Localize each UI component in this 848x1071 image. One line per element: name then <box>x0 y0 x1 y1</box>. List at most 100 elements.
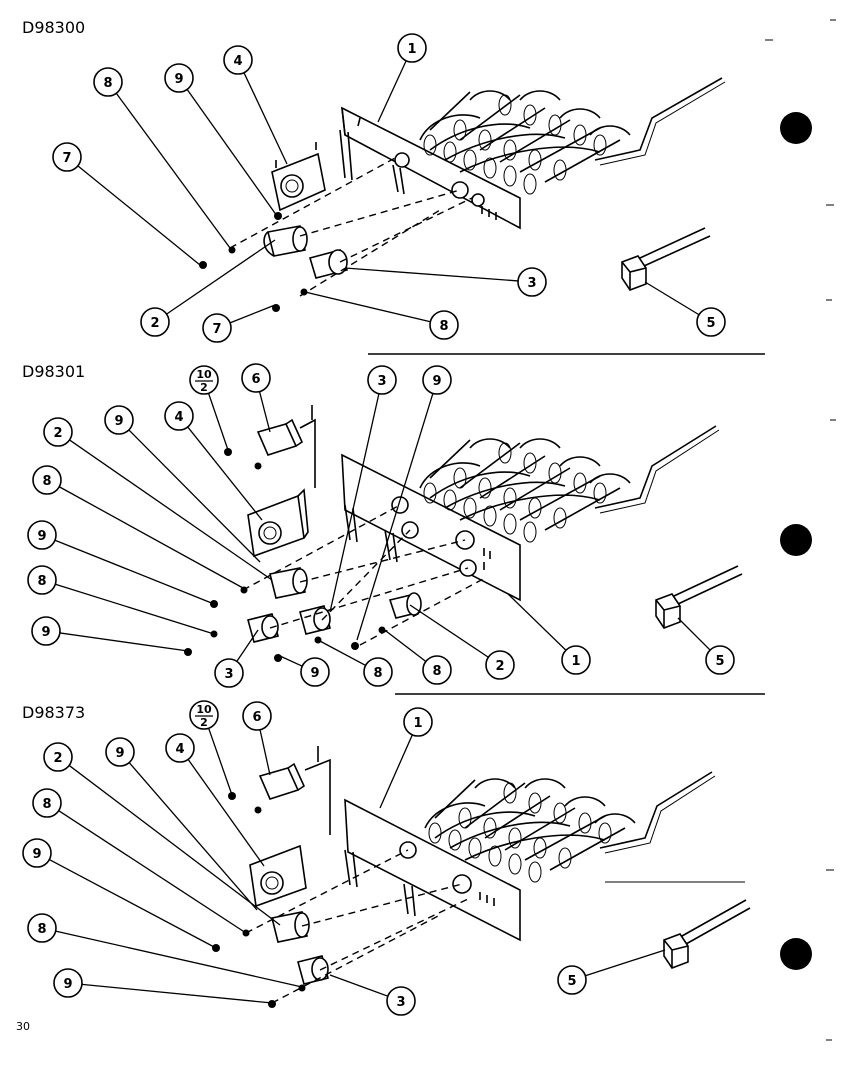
callout-p1-c8: 8 <box>93 67 231 249</box>
callout-p3-c9a: 9 <box>105 737 258 911</box>
callout-leader <box>379 734 413 809</box>
callout-p1-c3: 3 <box>344 267 547 297</box>
callout-p2-c4: 4 <box>164 401 263 521</box>
callout-leader <box>128 429 261 563</box>
callout-p2-c8c: 8 <box>317 639 393 687</box>
thermal-limiter-2a <box>247 613 279 643</box>
callout-leader <box>55 583 215 635</box>
panel-code-d98300: D98300 <box>22 18 85 37</box>
callout-leader <box>585 949 666 977</box>
callout-label: 3 <box>377 374 386 389</box>
callout-p1-c7a: 7 <box>52 142 201 266</box>
callout-label: 1 <box>571 654 580 669</box>
callout-leader <box>77 165 201 266</box>
callout-label: 5 <box>715 654 724 669</box>
callout-label: 7 <box>62 151 71 166</box>
callout-p3-c8a: 8 <box>32 788 247 934</box>
callout-label: 4 <box>233 54 242 69</box>
callout-leader <box>409 604 489 658</box>
limit-switch-3 <box>249 844 307 908</box>
callout-circle <box>31 616 61 646</box>
callout-p1-c7b: 7 <box>202 304 276 343</box>
callout-p3-c1: 1 <box>379 707 433 809</box>
callout-circle <box>214 658 244 688</box>
callout-leader <box>49 858 217 949</box>
callout-circle <box>140 307 170 337</box>
callout-circle <box>189 365 219 395</box>
fuse-holder-2a <box>269 567 308 599</box>
callout-label: 9 <box>63 977 72 992</box>
callout-label: 6 <box>251 372 260 387</box>
callout-p3-c10: 102 <box>189 700 233 796</box>
callout-leader <box>166 239 276 315</box>
callout-p2-c9b: 9 <box>104 405 261 563</box>
callout-leader <box>677 617 711 651</box>
callout-circle <box>300 657 330 687</box>
callout-label: 8 <box>432 664 441 679</box>
callout-label-bottom: 2 <box>200 381 208 394</box>
callout-label: 2 <box>53 751 62 766</box>
callout-circle <box>32 788 62 818</box>
callout-p2-c8b: 8 <box>27 565 215 635</box>
callout-leader <box>128 762 258 911</box>
callout-circle <box>241 363 271 393</box>
binder-hole-middle <box>780 524 812 556</box>
callout-p2-c2a: 2 <box>43 417 273 581</box>
limit-switch-1 <box>271 142 326 212</box>
callout-circle <box>189 700 219 730</box>
callout-p2-c9e: 9 <box>279 655 330 687</box>
callout-circle <box>104 405 134 435</box>
callout-leader <box>186 89 278 217</box>
callout-label-top: 10 <box>196 368 212 381</box>
callout-circle <box>561 645 591 675</box>
callout-leader <box>317 639 366 666</box>
panel-code-d98373: D98373 <box>22 703 85 722</box>
callout-p2-c2b: 2 <box>409 604 515 680</box>
callout-label: 8 <box>42 474 51 489</box>
margin-marks <box>605 19 836 1041</box>
callout-label: 5 <box>706 316 715 331</box>
callout-p2-c9a: 9 <box>356 365 452 641</box>
callout-label: 9 <box>41 625 50 640</box>
callout-label: 3 <box>224 667 233 682</box>
callout-leader <box>644 281 700 316</box>
callout-p3-c8b: 8 <box>27 913 303 988</box>
callout-circle <box>367 365 397 395</box>
plug-connector-3 <box>663 899 751 969</box>
callout-leader <box>58 810 247 934</box>
callout-leader <box>115 92 231 249</box>
callout-label: 8 <box>42 797 51 812</box>
callout-circle <box>165 733 195 763</box>
heater-plate-3 <box>344 798 521 942</box>
callout-circle <box>22 838 52 868</box>
callout-p2-c9d: 9 <box>31 616 189 652</box>
callout-circle <box>705 645 735 675</box>
callout-circle <box>386 986 416 1016</box>
callout-circle <box>202 313 232 343</box>
callout-p1-c4: 4 <box>223 45 288 165</box>
callout-p2-c8a: 8 <box>32 465 244 589</box>
callout-p1-c8b: 8 <box>304 291 459 340</box>
sensor-wire-2 <box>594 425 717 509</box>
callout-leader <box>329 393 380 613</box>
callout-circle <box>43 417 73 447</box>
relay-3 <box>258 746 331 835</box>
callout-leader <box>377 60 407 123</box>
callout-leader <box>59 632 189 652</box>
callout-circle <box>485 650 515 680</box>
callout-circle <box>93 67 123 97</box>
callout-circle <box>52 142 82 172</box>
callout-circle <box>53 968 83 998</box>
callout-leader <box>229 304 276 324</box>
thermal-limiter-3 <box>297 955 329 985</box>
callout-label: 9 <box>115 746 124 761</box>
callout-label-bottom: 2 <box>200 716 208 729</box>
fuse-holder-3 <box>271 911 310 943</box>
callout-p1-c1: 1 <box>377 33 427 123</box>
callout-circle <box>557 965 587 995</box>
callout-label: 2 <box>53 426 62 441</box>
callout-label: 8 <box>439 319 448 334</box>
thermal-limiter-1 <box>308 249 349 279</box>
callout-leader <box>381 627 427 663</box>
